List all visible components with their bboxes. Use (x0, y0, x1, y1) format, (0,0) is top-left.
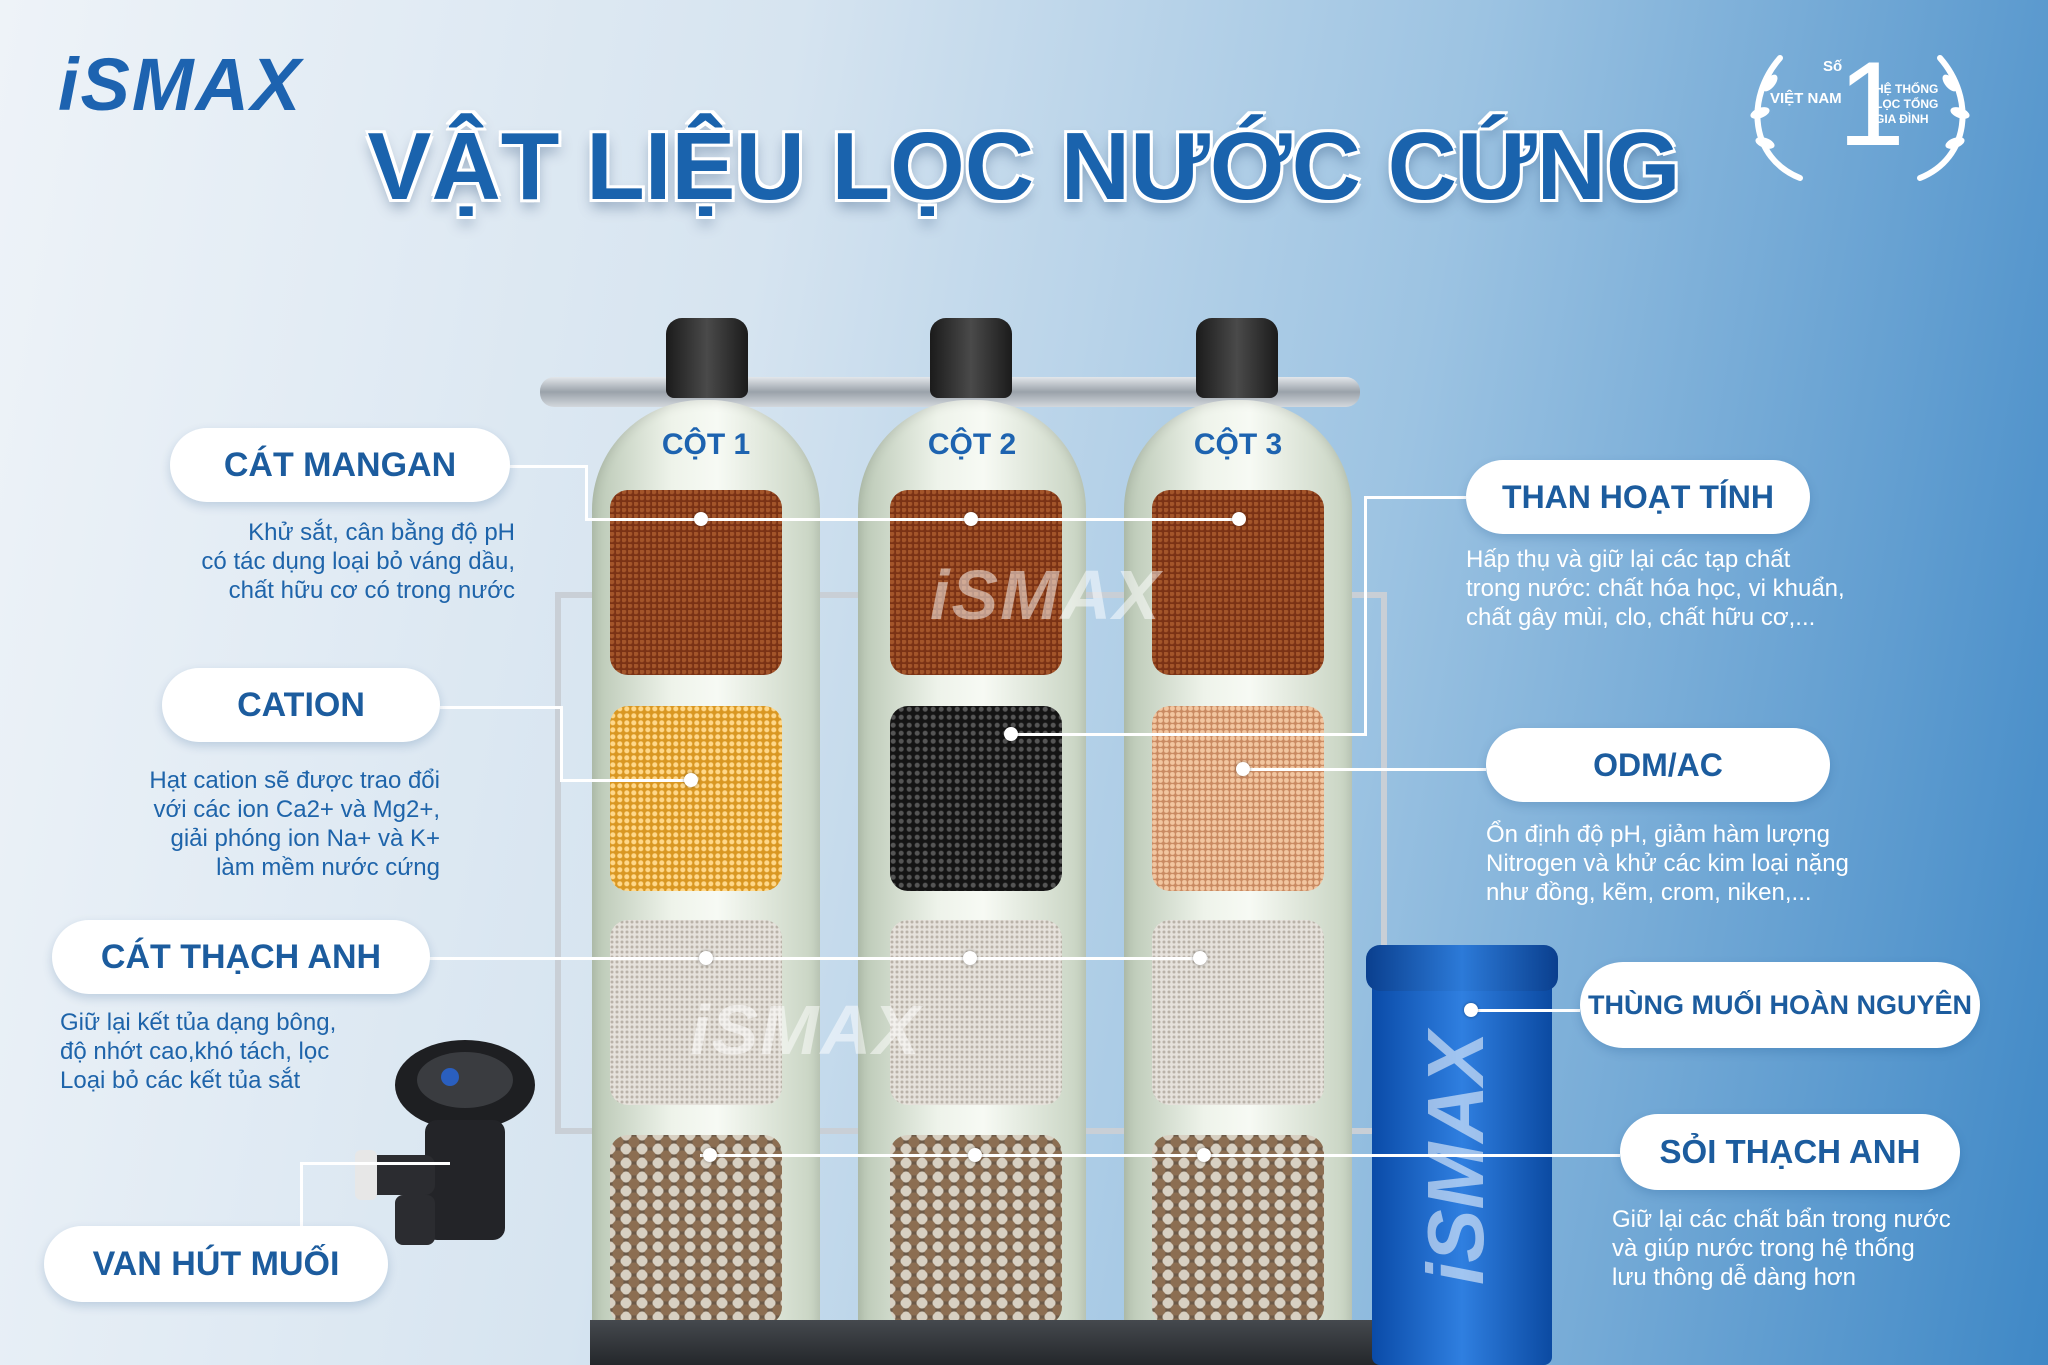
laurel-icon (1750, 55, 1970, 181)
connector-cat-thach-anh (428, 957, 1208, 960)
layer-than-hoat-tinh (890, 706, 1062, 891)
connector-cation-b (560, 706, 563, 781)
connector-cation-c (560, 779, 690, 782)
layer-soi-thach-anh-2 (890, 1135, 1062, 1325)
connector-than-c (1006, 733, 1367, 736)
page-title: VẬT LIỆU LỌC NƯỚC CỨNG (367, 113, 1681, 220)
layer-odm-ac (1152, 706, 1324, 891)
award-badge: Số VIỆT NAM 1 HỆ THỐNG LỌC TỔNG GIA ĐÌNH (1740, 38, 1980, 188)
dot-cat-thach-anh-2 (963, 951, 977, 965)
dot-cat-mangan-1 (694, 512, 708, 526)
column-3-label: CỘT 3 (1193, 428, 1283, 461)
award-number: 1 (1838, 37, 1905, 171)
label-soi-thach-anh: SỎI THẠCH ANH (1620, 1114, 1960, 1190)
award-system: HỆ THỐNG LỌC TỔNG GIA ĐÌNH (1875, 82, 1939, 126)
connector-van-b (300, 1162, 450, 1165)
connector-cat-mangan-b (585, 465, 588, 520)
label-odm-ac: ODM/AC (1486, 728, 1830, 802)
desc-cation: Hạt cation sẽ được trao đổi với các ion … (149, 767, 440, 881)
watermark-lower: iSMAX (690, 991, 922, 1069)
label-cation: CATION (162, 668, 440, 742)
salt-tank: iSMAX (1366, 945, 1558, 1365)
label-than-hoat-tinh: THAN HOẠT TÍNH (1466, 460, 1810, 534)
dot-cat-thach-anh-3 (1193, 951, 1207, 965)
column-1-label: CỘT 1 (661, 428, 751, 461)
connector-van-a (300, 1162, 303, 1250)
connector-than-b (1364, 496, 1367, 736)
valve-column-1 (666, 318, 748, 398)
layer-cat-thach-anh-3 (1152, 920, 1324, 1105)
award-so: Số (1823, 58, 1843, 75)
valve-column-2 (930, 318, 1012, 398)
label-thung-muoi: THÙNG MUỐI HOÀN NGUYÊN (1580, 962, 1980, 1048)
desc-soi-thach-anh: Giữ lại các chất bẩn trong nước và giúp … (1612, 1206, 1951, 1291)
award-country: VIỆT NAM (1770, 90, 1842, 107)
dot-odm-ac (1236, 762, 1250, 776)
layer-soi-thach-anh-1 (610, 1135, 782, 1325)
connector-thung-muoi (1470, 1009, 1580, 1012)
dot-thung-muoi (1464, 1003, 1478, 1017)
column-2-label: CỘT 2 (927, 428, 1017, 461)
desc-cat-mangan: Khử sắt, cân bằng độ pH có tác dụng loại… (201, 519, 515, 604)
desc-odm-ac: Ổn định độ pH, giảm hàm lượng Nitrogen v… (1486, 821, 1849, 906)
label-cat-thach-anh: CÁT THẠCH ANH (52, 920, 430, 994)
layer-cat-thach-anh-1 (610, 920, 782, 1105)
connector-cation-a (440, 706, 560, 709)
label-van-hut-muoi: VAN HÚT MUỐI (44, 1226, 388, 1302)
watermark-center: iSMAX (930, 556, 1162, 634)
dot-cat-mangan-2 (964, 512, 978, 526)
dot-soi-3 (1197, 1148, 1211, 1162)
connector-than-a (1364, 496, 1466, 499)
equipment-base (590, 1320, 1390, 1365)
label-cat-mangan: CÁT MANGAN (170, 428, 510, 502)
dot-than-hoat-tinh (1004, 727, 1018, 741)
connector-cat-mangan-a (508, 465, 588, 468)
salt-tank-lid (1366, 945, 1558, 991)
brine-valve-icon (355, 1040, 535, 1245)
dot-soi-1 (703, 1148, 717, 1162)
dot-soi-2 (968, 1148, 982, 1162)
salt-tank-watermark: iSMAX (1411, 1031, 1500, 1285)
connector-odm (1240, 768, 1486, 771)
desc-than-hoat-tinh: Hấp thụ và giữ lại các tạp chất trong nư… (1466, 546, 1845, 631)
dot-cat-mangan-3 (1232, 512, 1246, 526)
layer-soi-thach-anh-3 (1152, 1135, 1324, 1325)
dot-cat-thach-anh-1 (699, 951, 713, 965)
layer-cation (610, 706, 782, 891)
valve-column-3 (1196, 318, 1278, 398)
connector-cat-mangan-c (585, 518, 1240, 521)
dot-cation (684, 773, 698, 787)
layer-cat-thach-anh-2 (890, 920, 1062, 1105)
brand-logo: iSMAX (58, 43, 303, 126)
connector-soi (700, 1154, 1620, 1157)
desc-cat-thach-anh: Giữ lại kết tủa dạng bông, độ nhớt cao,k… (60, 1009, 337, 1094)
